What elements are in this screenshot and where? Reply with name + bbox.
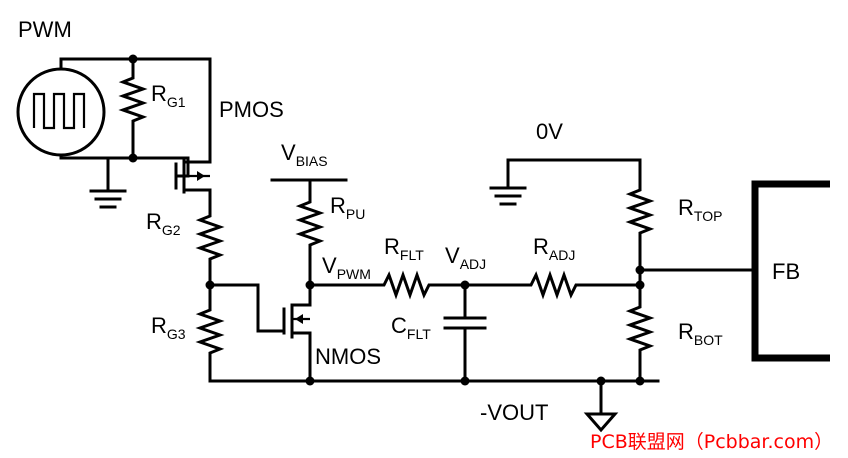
label-rbot: RBOT	[678, 319, 723, 348]
watermark: PCB联盟网（Pcbbar.com）	[590, 431, 833, 453]
label-fb: FB	[772, 259, 800, 284]
resistor-rpu	[295, 178, 325, 307]
label-vout: -VOUT	[480, 400, 548, 425]
label-vbias: VBIAS	[281, 140, 328, 169]
label-nmos: NMOS	[315, 344, 381, 369]
pwm-source	[16, 67, 106, 157]
label-pmos: PMOS	[219, 97, 284, 122]
vout-reference-symbol	[583, 379, 619, 433]
label-rg1: RG1	[151, 81, 186, 110]
resistor-rg1	[118, 57, 148, 160]
label-rg2: RG2	[146, 209, 181, 238]
label-rg3: RG3	[151, 313, 186, 342]
label-rpu: RPU	[330, 193, 365, 222]
ground-symbol-pwm	[89, 156, 127, 209]
pmos-transistor	[174, 156, 212, 194]
resistor-rflt	[308, 270, 467, 300]
label-0v: 0V	[536, 119, 563, 144]
capacitor-cflt	[443, 283, 487, 383]
label-radj: RADJ	[533, 234, 575, 263]
label-pwm: PWM	[18, 17, 72, 42]
resistor-rg3	[195, 283, 225, 383]
wire-pwm-bottom	[59, 153, 190, 160]
ground-symbol-0v	[489, 158, 642, 206]
resistor-rbot	[625, 283, 655, 383]
label-cflt: CFLT	[391, 313, 431, 342]
resistor-rtop	[625, 158, 655, 287]
label-rflt: RFLT	[384, 234, 424, 263]
nmos-transistor	[282, 303, 312, 339]
fb-pin-bracket	[751, 180, 830, 362]
resistor-rg2	[195, 188, 225, 287]
label-rtop: RTOP	[678, 195, 722, 224]
label-vadj: VADJ	[445, 243, 486, 272]
label-vpwm: VPWM	[322, 253, 371, 282]
wire-nmos-gate	[208, 283, 286, 333]
resistor-radj	[463, 270, 642, 300]
